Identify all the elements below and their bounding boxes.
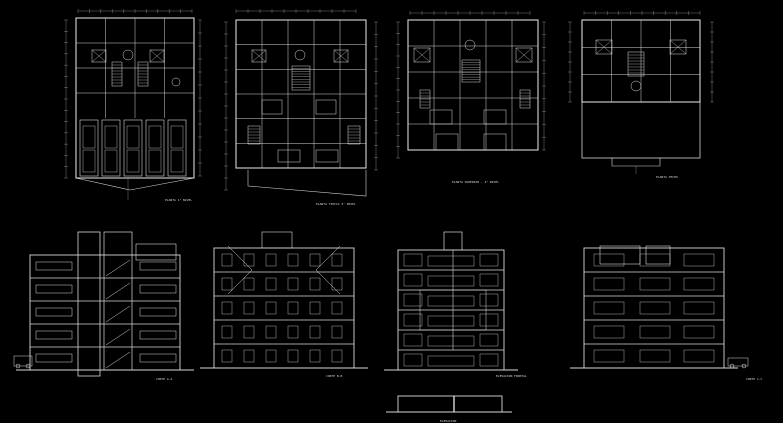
elevation-1-drawing (384, 231, 518, 371)
section-2-drawing (200, 231, 368, 369)
label-plan-2: PLANTA TIPICA 2° NIVEL (316, 202, 356, 206)
label-elevation-2: ELEVACION (440, 419, 457, 423)
plan-3-drawing (396, 11, 546, 159)
label-plan-1: PLANTA 1° NIVEL (165, 198, 193, 202)
plan-1-drawing (64, 9, 202, 200)
label-elevation-1: ELEVACION FRONTAL (496, 374, 527, 378)
label-section-1: CORTE A-A (156, 377, 173, 381)
label-plan-4: PLANTA TECHO (656, 175, 678, 179)
plan-2-drawing (224, 9, 378, 197)
plan-4-drawing (568, 11, 714, 174)
label-section-3: CORTE C-C (746, 377, 763, 381)
elevation-2-drawing (386, 395, 512, 413)
section-1-drawing (13, 231, 194, 377)
label-plan-3: PLANTA SUPERIOR - 4° NIVEL (452, 180, 499, 184)
label-section-2: CORTE B-B (326, 374, 343, 378)
section-3-drawing (570, 245, 749, 369)
